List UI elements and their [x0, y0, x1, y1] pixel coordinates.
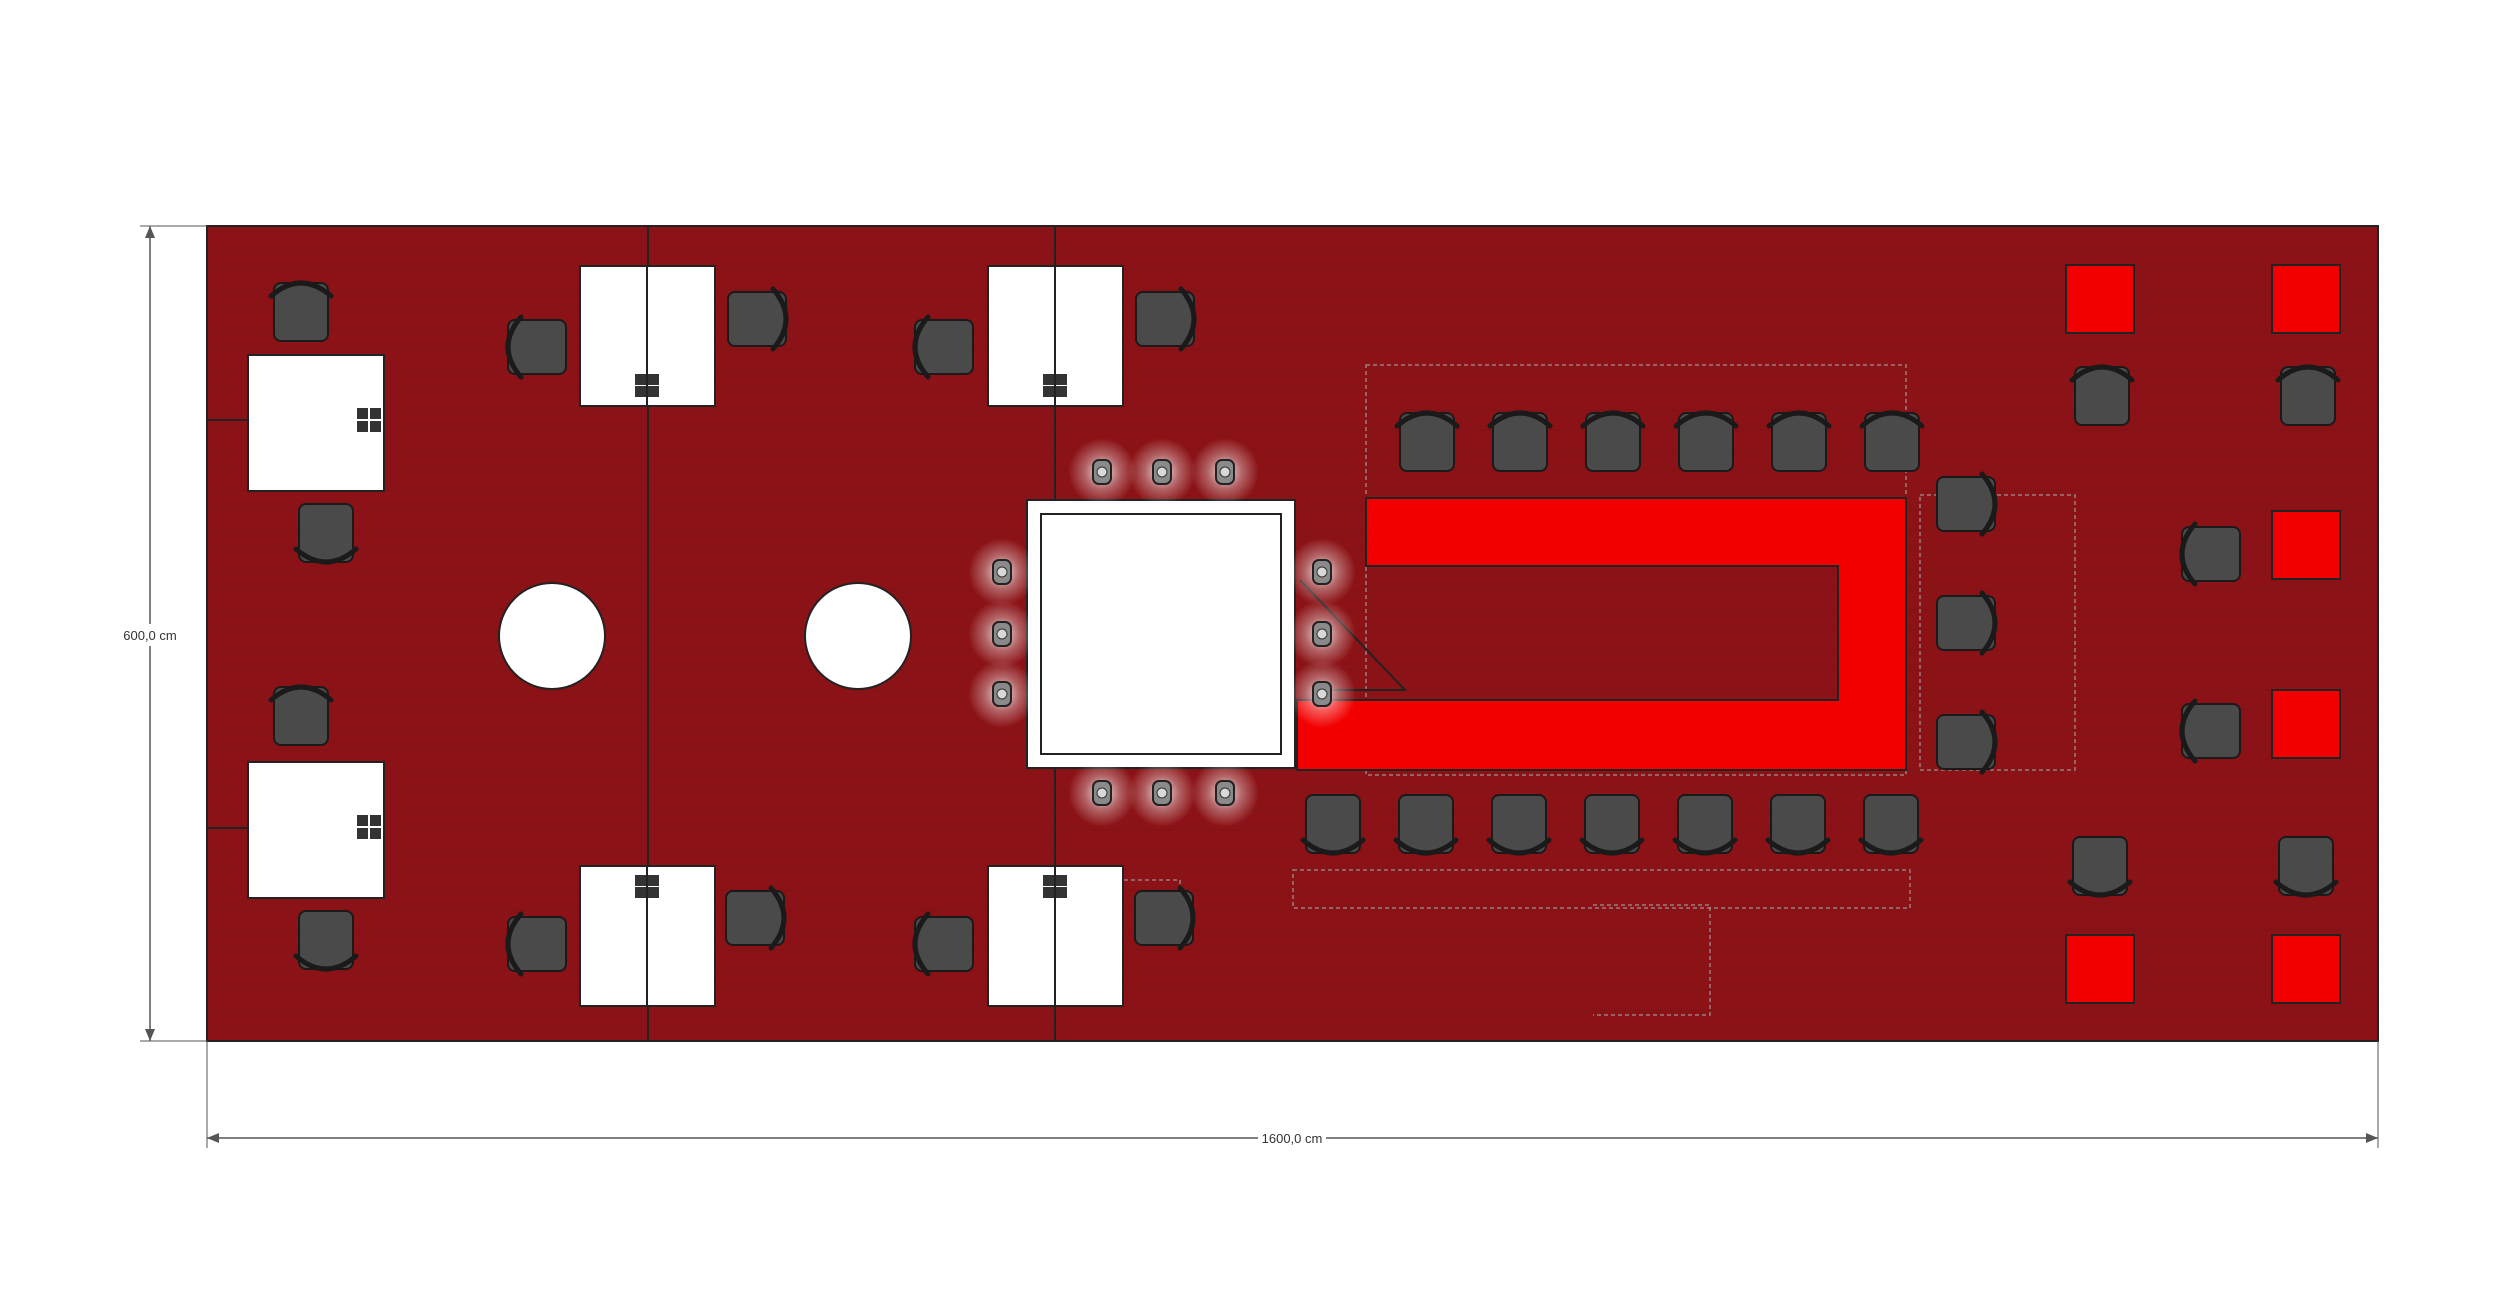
red-stool-block — [2271, 264, 2341, 334]
measure-guide — [1919, 494, 2076, 771]
red-stool-block — [2065, 264, 2135, 334]
round-table — [498, 582, 606, 690]
measure-guide — [1593, 904, 1711, 1016]
width-dimension-label: 1600,0 cm — [1262, 1131, 1323, 1146]
left-desk-top — [247, 354, 385, 492]
desk-pair-bottom-1 — [579, 865, 716, 1007]
desk-pair-top-2 — [987, 265, 1124, 407]
width-dimension — [206, 1041, 2379, 1149]
red-stool-block — [2271, 934, 2341, 1004]
height-dimension-label: 600,0 cm — [123, 628, 176, 643]
height-dimension — [112, 225, 207, 1042]
left-desk-bottom — [247, 761, 385, 899]
desk-pair-bottom-2 — [987, 865, 1124, 1007]
measure-guide — [1292, 869, 1911, 909]
red-stool-block — [2271, 689, 2341, 759]
desk-pair-top-1 — [579, 265, 716, 407]
central-stage-inner — [1040, 513, 1282, 755]
red-stool-block — [2271, 510, 2341, 580]
round-table — [804, 582, 912, 690]
red-stool-block — [2065, 934, 2135, 1004]
